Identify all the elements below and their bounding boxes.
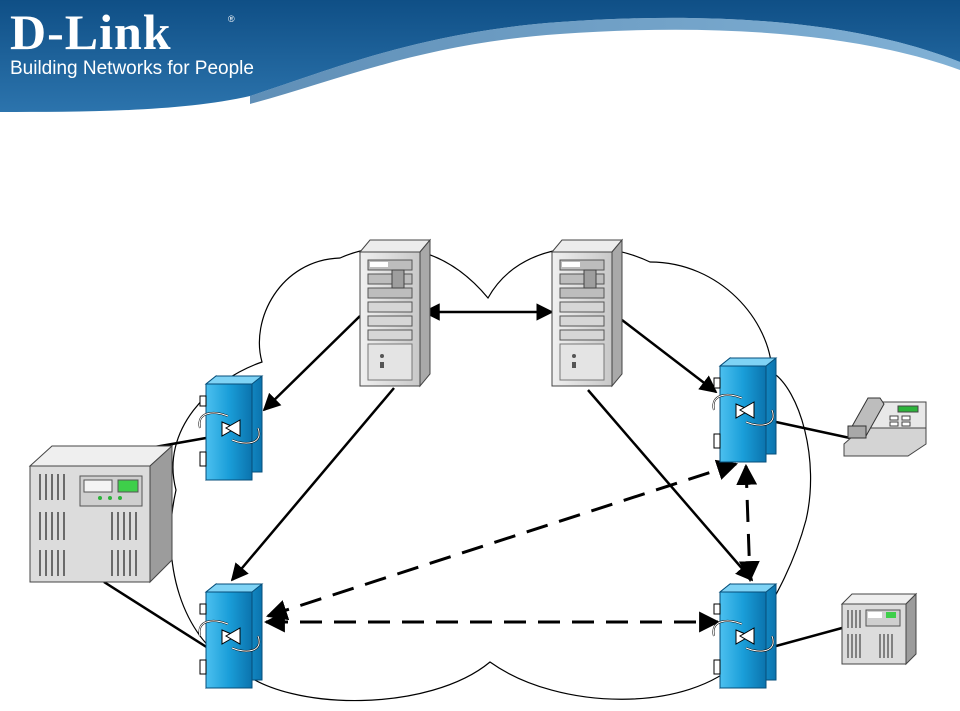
registered-mark: ®	[228, 14, 235, 24]
switch-bottom-left	[198, 583, 263, 689]
link-server-right-switch-top-right	[621, 319, 718, 394]
switch-top-right	[712, 357, 777, 463]
link-small-server-switch-bottom-right	[775, 626, 843, 648]
link-telephone-switch-top-right	[775, 420, 851, 440]
logo-text: D-Link	[10, 4, 172, 60]
small-server-icon	[840, 592, 918, 666]
dashed-link-vertical	[736, 463, 760, 583]
telephone-icon	[843, 397, 927, 457]
logo-tagline: Building Networks for People	[10, 58, 254, 79]
switch-top-left	[198, 375, 263, 481]
server-left	[359, 239, 431, 387]
dashed-link-lines	[263, 459, 760, 633]
network-cloud	[170, 246, 812, 702]
switch-bottom-right	[712, 583, 777, 689]
link-server-left-switch-top-left	[262, 315, 361, 412]
link-mainframe-switch-bottom-left	[103, 580, 209, 650]
mainframe-icon	[28, 444, 174, 584]
server-right	[551, 239, 623, 387]
dashed-link-diagonal	[266, 459, 738, 621]
banner-background	[0, 0, 960, 112]
